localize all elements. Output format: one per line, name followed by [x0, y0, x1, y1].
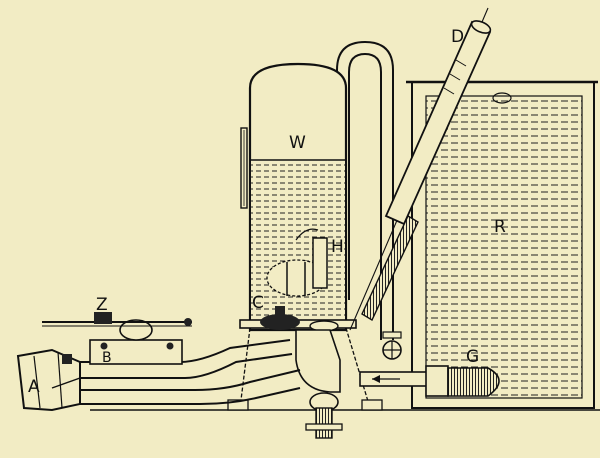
label-a: A: [28, 377, 40, 397]
inlet-pipe: [76, 339, 301, 405]
label-h: H: [331, 237, 344, 257]
gooseneck-pipe: [336, 40, 394, 340]
pump-body: [295, 329, 343, 439]
tube-d: [349, 7, 492, 331]
vessel-w: [227, 62, 383, 411]
label-g: G: [466, 347, 479, 367]
label-c: C: [252, 293, 264, 313]
strainer-g: [425, 365, 500, 397]
regulator-b: [42, 312, 192, 365]
label-r: R: [494, 217, 506, 237]
intake-a: [16, 348, 81, 412]
label-z: Z: [96, 295, 108, 315]
label-w: W: [289, 133, 306, 153]
label-d: D: [451, 27, 464, 47]
stop-valve: [382, 331, 402, 360]
suction-pipe: [359, 371, 431, 387]
label-b: B: [102, 350, 112, 366]
reservoir-tank-r: [406, 80, 598, 409]
